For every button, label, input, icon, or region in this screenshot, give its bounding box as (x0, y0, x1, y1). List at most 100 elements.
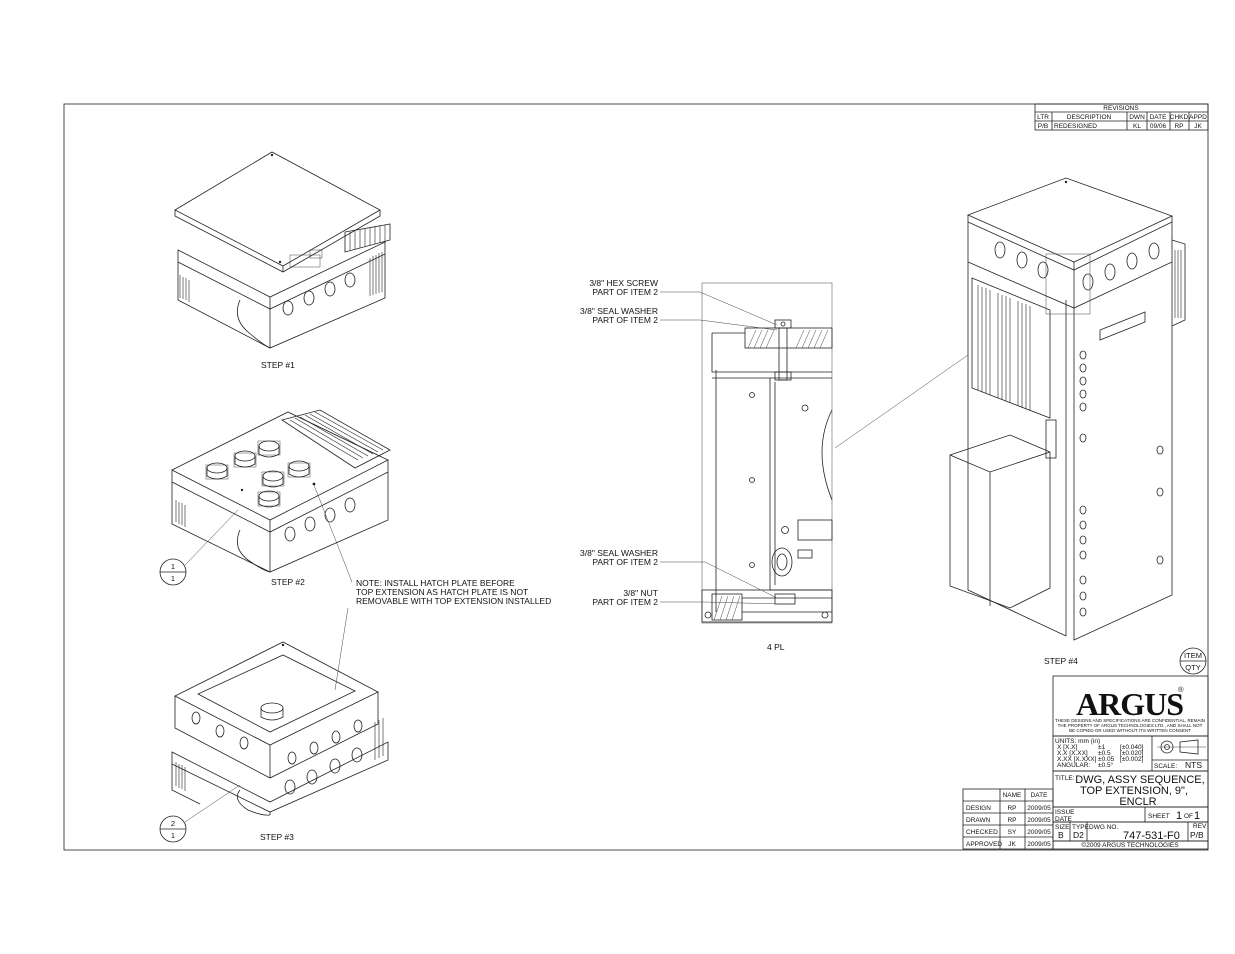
rev-row-chkd: RP (1174, 123, 1183, 130)
argus-logo: ARGUS (1076, 686, 1183, 722)
tol-row-4-mm: ±0.5° (1098, 761, 1114, 769)
issue-date-label-1: ISSUE (1055, 809, 1075, 816)
approvals-checked-date: 2009/05 (1027, 829, 1051, 836)
sheet-of: OF (1184, 813, 1193, 820)
sheet-label: SHEET (1148, 813, 1170, 820)
callout-seal-washer-top-line1: 3/8" SEAL WASHER (580, 306, 658, 316)
item-qty-key: ITEM QTY (1179, 647, 1207, 675)
callout-seal-washer-bottom-line1: 3/8" SEAL WASHER (580, 548, 658, 558)
balloon-1-qty: 1 (171, 574, 175, 583)
issue-date-label-2: DATE (1055, 816, 1073, 823)
callout-hex-screw-line1: 3/8" HEX SCREW (589, 278, 658, 288)
balloon-2-item: 2 (171, 819, 175, 828)
step-2-drawing (171, 409, 391, 573)
units-label: UNITS: mm (in) (1055, 738, 1100, 745)
callout-nut-line2: PART OF ITEM 2 (592, 597, 658, 607)
balloon-2-qty: 1 (171, 831, 175, 840)
item-balloon-2: 2 1 (159, 784, 241, 843)
title-line-1: DWG, ASSY SEQUENCE, (1075, 774, 1204, 786)
confidential-line-2: THE PROPERTY OF ARGUS TECHNOLOGIES LTD.,… (1058, 723, 1203, 728)
rev-header-dwn: DWN (1129, 114, 1145, 121)
balloon-1-item: 1 (171, 562, 175, 571)
approvals-table: NAME DATE DESIGN RP 2009/05 DRAWN RP 200… (962, 788, 1054, 850)
cable-glands (205, 440, 311, 508)
approvals-drawn-role: DRAWN (966, 817, 991, 824)
rev-value: P/B (1190, 830, 1204, 840)
step-2-label: STEP #2 (271, 577, 305, 587)
title-line-3: ENCLR (1119, 796, 1156, 808)
key-qty: QTY (1185, 663, 1200, 672)
title-line-2: TOP EXTENSION, 9", (1080, 785, 1188, 797)
tol-row-3-mm: ±0.05 (1098, 756, 1115, 763)
step-4-drawing (834, 177, 1186, 641)
tol-row-2-format: X.X [X.XX] (1057, 750, 1088, 757)
confidential-line-1: THESE DESIGNS AND SPECIFICATIONS ARE CON… (1055, 718, 1205, 723)
tol-row-1-in: [±0.040] (1120, 744, 1144, 751)
installation-note: NOTE: INSTALL HATCH PLATE BEFORE TOP EXT… (313, 484, 551, 691)
approvals-checked-role: CHECKED (966, 829, 998, 836)
tol-row-2-mm: ±0.5 (1098, 750, 1111, 757)
note-line-2: TOP EXTENSION AS HATCH PLATE IS NOT (356, 587, 528, 597)
tol-row-1-format: X [X.X] (1057, 744, 1077, 751)
third-angle-projection-icon (1157, 739, 1206, 755)
title-block: ARGUS ® THESE DESIGNS AND SPECIFICATIONS… (1052, 675, 1209, 850)
step-3-label: STEP #3 (260, 832, 294, 842)
revisions-title: REVISIONS (1103, 105, 1139, 112)
tol-row-4-format: ANGULAR: (1057, 762, 1090, 769)
callout-nut-line1: 3/8" NUT (623, 588, 658, 598)
approvals-design-date: 2009/05 (1027, 805, 1051, 812)
rev-header-date: DATE (1150, 114, 1168, 121)
callout-seal-washer-bottom-line2: PART OF ITEM 2 (592, 557, 658, 567)
sheet-total: 1 (1194, 810, 1200, 822)
step-1-drawing (174, 151, 391, 349)
step-3-drawing (171, 641, 389, 816)
callout-seal-washer-top-line2: PART OF ITEM 2 (592, 315, 658, 325)
approvals-approved-date: 2009/05 (1027, 841, 1051, 848)
dwg-no-label: DWG NO. (1089, 824, 1118, 831)
dwg-no-value: 747-531-F0 (1123, 830, 1180, 842)
tol-row-1-mm: ±1 (1098, 744, 1106, 751)
rev-header-chkd: CHKD (1170, 114, 1189, 121)
drawing-border (63, 103, 1209, 851)
scale-label: SCALE: (1154, 763, 1177, 770)
size-label: SIZE (1055, 824, 1070, 831)
rev-row-dwn: KL (1133, 123, 1141, 130)
rev-label: REV (1193, 823, 1207, 830)
note-line-3: REMOVABLE WITH TOP EXTENSION INSTALLED (356, 596, 551, 606)
rev-row-description: REDESIGNED (1054, 123, 1097, 130)
callout-hex-screw-line2: PART OF ITEM 2 (592, 287, 658, 297)
argus-logo-mark: ® (1178, 685, 1184, 694)
item-balloon-1: 1 1 (159, 509, 239, 586)
approvals-checked-name: SY (1008, 829, 1017, 836)
revisions-table: REVISIONS LTR DESCRIPTION DWN DATE CHKD … (1034, 103, 1209, 131)
detail-section-view (701, 282, 833, 624)
approvals-design-name: RP (1007, 805, 1016, 812)
title-label: TITLE: (1055, 775, 1075, 782)
rev-row-appd: JK (1194, 123, 1202, 130)
sheet-number: 1 (1176, 810, 1182, 822)
rev-header-ltr: LTR (1037, 114, 1049, 121)
step-4-label: STEP #4 (1044, 656, 1078, 666)
tol-row-3-in: [±0.002] (1120, 756, 1144, 763)
step-1-label: STEP #1 (261, 360, 295, 370)
detail-callouts: 3/8" HEX SCREW PART OF ITEM 2 3/8" SEAL … (580, 278, 785, 652)
tol-row-3-format: X.XX [X.XXX] (1057, 756, 1097, 763)
approvals-drawn-name: RP (1007, 817, 1016, 824)
tol-row-2-in: [±0.020] (1120, 750, 1144, 757)
rev-row-ltr: P/B (1038, 123, 1048, 130)
scale-value: NTS (1185, 760, 1202, 770)
type-value: D2 (1073, 830, 1084, 840)
rev-header-appd: APPD (1189, 114, 1207, 121)
rev-row-date: 09/06 (1150, 123, 1167, 130)
approvals-design-role: DESIGN (966, 805, 991, 812)
key-item: ITEM (1184, 651, 1202, 660)
rev-header-description: DESCRIPTION (1067, 114, 1112, 121)
copyright: ©2009 ARGUS TECHNOLOGIES (1081, 841, 1179, 849)
approvals-header-name: NAME (1003, 792, 1022, 799)
approvals-approved-name: JK (1008, 841, 1016, 848)
approvals-approved-role: APPROVED (966, 841, 1002, 848)
confidential-line-3: BE COPIED OR USED WITHOUT ITS WRITTEN CO… (1069, 728, 1191, 733)
callout-4-places: 4 PL (767, 642, 785, 652)
note-line-1: NOTE: INSTALL HATCH PLATE BEFORE (356, 578, 515, 588)
